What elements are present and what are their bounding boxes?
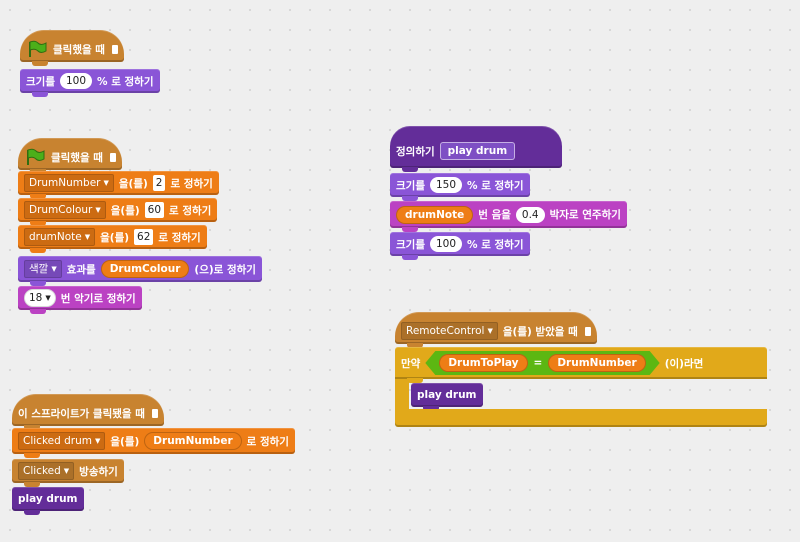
variable-dropdown[interactable]: DrumNumber▼ <box>24 174 114 192</box>
when-sprite-clicked-hat[interactable]: 이 스프라이트가 클릭됐을 때 <box>12 394 164 430</box>
block-text: 로 정하기 <box>246 435 289 448</box>
block-text: 번 음을 <box>478 209 511 221</box>
set-variable-block[interactable]: drumNote▼ 을(를) 62 로 정하기 <box>18 225 207 253</box>
dropdown-value: Clicked drum <box>23 435 92 447</box>
variable-reporter[interactable]: DrumToPlay <box>439 354 527 372</box>
operator-symbol: = <box>533 357 543 369</box>
block-text: 방송하기 <box>79 465 118 478</box>
dropdown-caret-icon: ▼ <box>45 294 51 302</box>
block-text: 을(를) <box>100 231 130 244</box>
hat-edge-icon <box>111 44 118 54</box>
block-text: 로 정하기 <box>170 177 213 190</box>
block-text: 만약 <box>401 357 421 370</box>
block-text: 크기를 <box>396 238 425 251</box>
value-input[interactable]: 2 <box>152 175 166 191</box>
if-left-arm <box>395 379 409 409</box>
if-block[interactable]: 만약 DrumToPlay = DrumNumber (이)라면 play dr… <box>395 347 767 429</box>
message-dropdown[interactable]: RemoteControl▼ <box>401 322 498 340</box>
custom-block-call[interactable]: play drum <box>12 487 84 515</box>
dropdown-value: 색깔 <box>29 263 49 275</box>
message-dropdown[interactable]: Clicked▼ <box>18 462 75 480</box>
dropdown-caret-icon: ▼ <box>94 437 101 445</box>
block-text: % 로 정하기 <box>97 75 154 88</box>
dropdown-caret-icon: ▼ <box>103 179 109 187</box>
green-flag-icon <box>29 40 47 57</box>
when-flag-clicked-hat[interactable]: 클릭했을 때 <box>18 138 122 174</box>
set-variable-block[interactable]: DrumColour▼ 을(를) 60 로 정하기 <box>18 198 218 226</box>
when-flag-clicked-hat[interactable]: 클릭했을 때 <box>20 30 124 66</box>
block-text: 정의하기 <box>396 145 435 158</box>
block-text: 번 악기로 정하기 <box>60 292 136 305</box>
set-variable-block[interactable]: Clicked drum▼ 을(를) DrumNumber 로 정하기 <box>12 428 295 458</box>
if-header[interactable]: 만약 DrumToPlay = DrumNumber (이)라면 <box>395 347 767 383</box>
variable-dropdown[interactable]: drumNote▼ <box>24 228 96 246</box>
block-text: 크기를 <box>396 179 425 192</box>
dropdown-value: RemoteControl <box>406 325 485 337</box>
custom-block-call[interactable]: play drum <box>411 383 483 411</box>
dropdown-caret-icon: ▼ <box>84 233 91 241</box>
broadcast-block[interactable]: Clicked▼ 방송하기 <box>12 459 124 487</box>
instrument-dropdown[interactable]: 18▼ <box>24 289 56 307</box>
dropdown-caret-icon: ▼ <box>95 206 101 214</box>
size-input[interactable]: 100 <box>429 236 463 252</box>
variable-dropdown[interactable]: Clicked drum▼ <box>18 432 106 450</box>
dropdown-caret-icon: ▼ <box>63 467 70 475</box>
dropdown-value: Clicked <box>23 465 61 477</box>
green-flag-icon <box>27 148 45 165</box>
custom-block-name[interactable]: play drum <box>439 142 516 160</box>
block-text: (으)로 정하기 <box>194 263 256 276</box>
hat-label: 클릭했을 때 <box>53 43 105 56</box>
define-block-hat[interactable]: 정의하기 play drum <box>390 126 562 172</box>
variable-reporter[interactable]: DrumNumber <box>548 354 645 372</box>
block-text: 을(를) <box>118 177 148 190</box>
block-text: play drum <box>18 493 78 505</box>
block-text: 로 정하기 <box>169 204 212 217</box>
block-text: % 로 정하기 <box>467 179 524 192</box>
variable-dropdown[interactable]: DrumColour▼ <box>24 201 106 219</box>
set-effect-block[interactable]: 색깔▼ 효과를 DrumColour (으)로 정하기 <box>18 256 262 286</box>
dropdown-value: 18 <box>29 292 43 304</box>
set-variable-block[interactable]: DrumNumber▼ 을(를) 2 로 정하기 <box>18 171 219 199</box>
variable-reporter[interactable]: DrumColour <box>100 260 190 278</box>
hat-edge-icon <box>109 152 116 162</box>
variable-reporter[interactable]: DrumNumber <box>144 432 242 450</box>
set-size-block[interactable]: 크기를 100 % 로 정하기 <box>390 232 530 260</box>
block-text: 효과를 <box>66 263 96 276</box>
block-text: play drum <box>417 389 477 401</box>
dropdown-caret-icon: ▼ <box>487 327 493 335</box>
block-text: 박자로 연주하기 <box>549 209 621 221</box>
dropdown-value: drumNote <box>29 231 82 243</box>
effect-dropdown[interactable]: 색깔▼ <box>24 260 62 278</box>
when-receive-hat[interactable]: RemoteControl▼ 을(를) 받았을 때 <box>395 312 597 348</box>
block-text: 을(를) <box>110 204 140 217</box>
value-input[interactable]: 60 <box>144 202 165 218</box>
equals-operator[interactable]: DrumToPlay = DrumNumber <box>425 351 659 375</box>
hat-label: 이 스프라이트가 클릭됐을 때 <box>18 407 145 420</box>
if-footer <box>395 409 767 427</box>
set-size-block[interactable]: 크기를 150 % 로 정하기 <box>390 173 530 201</box>
block-text: (이)라면 <box>664 357 704 370</box>
set-instrument-block[interactable]: 18▼ 번 악기로 정하기 <box>18 286 142 314</box>
set-size-block[interactable]: 크기를 100 % 로 정하기 <box>20 69 160 97</box>
value-input[interactable]: 62 <box>134 229 154 245</box>
beats-input[interactable]: 0.4 <box>515 206 545 223</box>
block-text: 크기를 <box>26 75 55 88</box>
size-input[interactable]: 100 <box>59 73 93 89</box>
play-note-block[interactable]: drumNote 번 음을 0.4 박자로 연주하기 <box>390 201 627 232</box>
hat-edge-icon <box>151 408 158 418</box>
hat-edge-icon <box>584 326 591 336</box>
dropdown-value: DrumColour <box>29 204 93 216</box>
hat-label: 클릭했을 때 <box>51 151 103 164</box>
dropdown-value: DrumNumber <box>29 177 101 189</box>
block-text: 로 정하기 <box>158 231 201 244</box>
variable-reporter[interactable]: drumNote <box>396 205 474 224</box>
dropdown-caret-icon: ▼ <box>51 265 57 273</box>
size-input[interactable]: 150 <box>429 177 463 193</box>
block-text: % 로 정하기 <box>467 238 524 251</box>
block-text: 을(를) 받았을 때 <box>502 325 578 338</box>
block-text: 을(를) <box>110 435 140 448</box>
